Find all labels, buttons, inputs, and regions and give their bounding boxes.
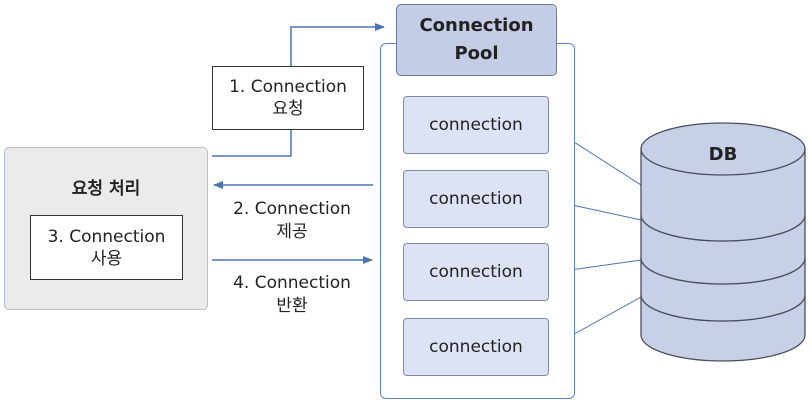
pool-title-line1: Connection <box>419 15 534 36</box>
connection-item-1: connection <box>403 96 549 154</box>
connection-pool-header: Connection Pool <box>396 4 557 76</box>
use-connection-line1: 3. Connection <box>47 226 166 247</box>
return-label-line1: 4. Connection <box>233 273 351 293</box>
provide-label: 2. Connection 제공 <box>212 198 372 244</box>
return-label-line2: 반환 <box>276 296 308 316</box>
provide-label-line2: 제공 <box>276 222 308 242</box>
connection-item-4: connection <box>403 318 549 376</box>
db-cylinder <box>640 122 806 362</box>
request-label-line2: 요청 <box>272 99 304 119</box>
db-label: DB <box>708 144 738 165</box>
return-label: 4. Connection 반환 <box>212 272 372 318</box>
use-connection-box: 3. Connection 사용 <box>30 215 183 280</box>
connection-item-2: connection <box>403 170 549 228</box>
pool-title-line2: Pool <box>454 43 499 64</box>
use-connection-line2: 사용 <box>90 248 123 269</box>
request-label-line1: 1. Connection <box>229 77 347 97</box>
request-label-box: 1. Connection 요청 <box>212 66 364 130</box>
provide-label-line1: 2. Connection <box>233 199 351 219</box>
request-processing-title: 요청 처리 <box>71 179 141 199</box>
connection-item-3: connection <box>403 243 549 301</box>
request-processing-box: 요청 처리 3. Connection 사용 <box>4 147 208 310</box>
